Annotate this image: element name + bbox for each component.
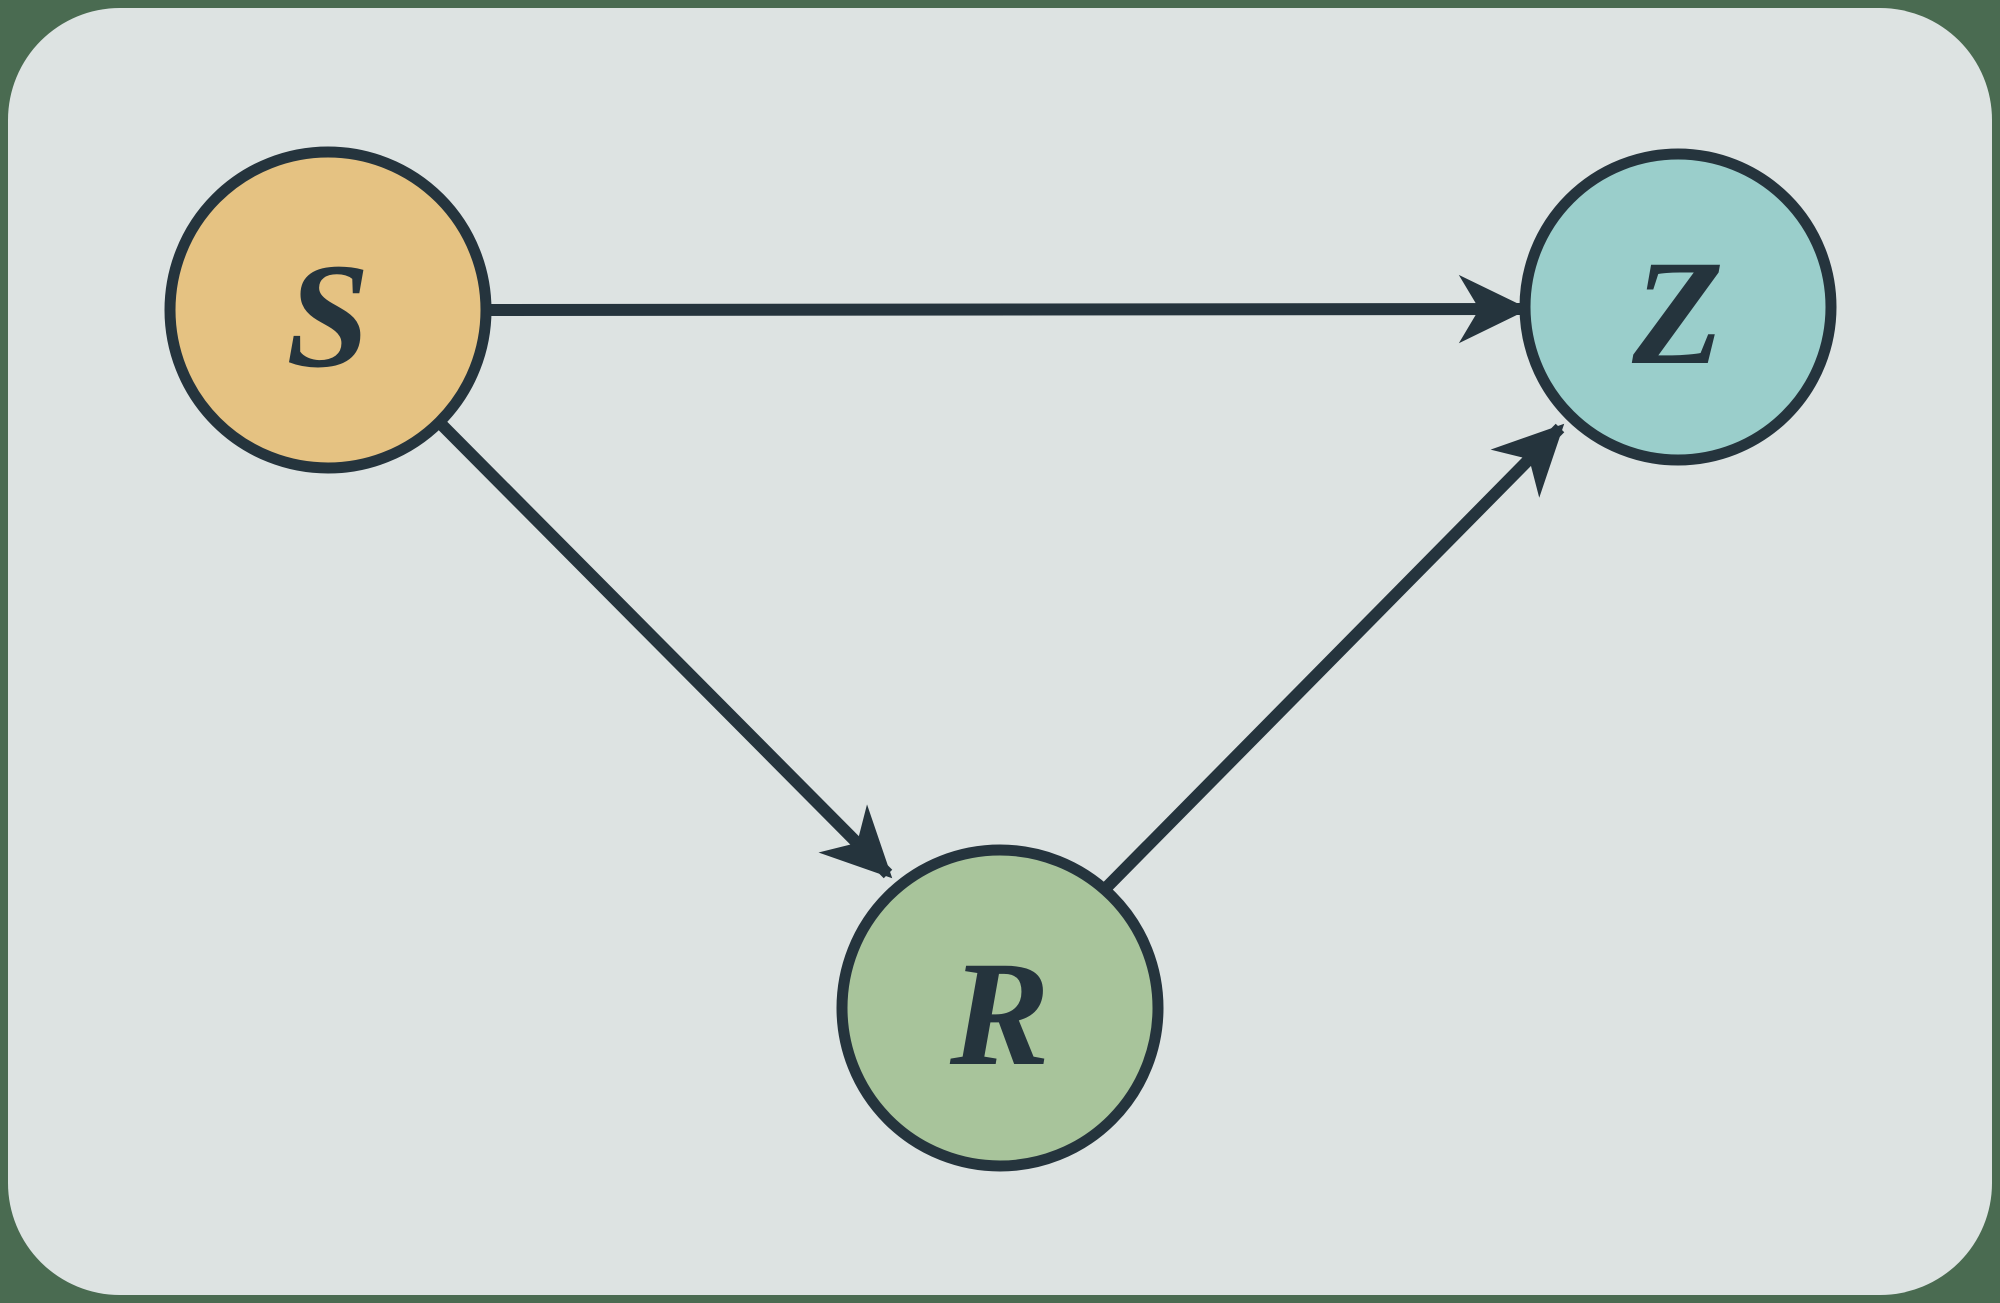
- node-z-label: Z: [1631, 230, 1724, 396]
- edge-r-to-z[interactable]: [1099, 423, 1565, 895]
- node-r-circle[interactable]: [836, 844, 1164, 1172]
- node-s-label: S: [286, 233, 369, 399]
- node-s-circle[interactable]: [164, 146, 492, 474]
- node-z[interactable]: Z: [1519, 148, 1837, 466]
- node-r-label: R: [949, 931, 1050, 1097]
- node-z-circle[interactable]: [1519, 148, 1837, 466]
- edge-group: [436, 274, 1565, 895]
- node-r[interactable]: R: [836, 844, 1164, 1172]
- node-s[interactable]: S: [164, 146, 492, 474]
- edge-s-to-r[interactable]: [436, 419, 893, 879]
- edge-s-to-z[interactable]: [489, 274, 1529, 344]
